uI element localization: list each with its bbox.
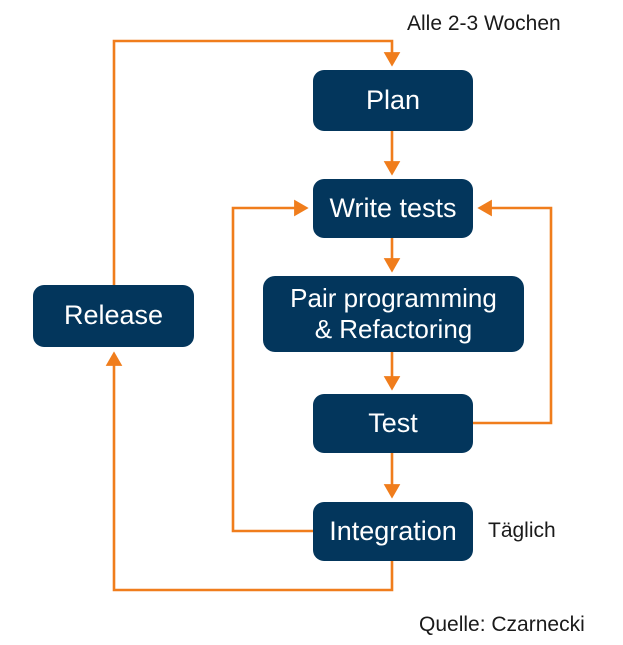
edge-test-to-write-tests: [473, 199, 553, 425]
node-pair-programming[interactable]: Pair programming & Refactoring: [263, 276, 524, 352]
node-release[interactable]: Release: [33, 285, 194, 347]
node-write-tests-label: Write tests: [329, 192, 457, 223]
node-test[interactable]: Test: [313, 394, 473, 453]
node-test-label: Test: [368, 407, 418, 438]
edge-integration-to-write-tests: [231, 199, 313, 533]
node-pair-programming-line1: Pair programming: [290, 283, 497, 314]
node-pair-programming-label: Pair programming & Refactoring: [290, 283, 497, 344]
node-plan-label: Plan: [365, 84, 421, 115]
edge-integration-to-release: [105, 351, 394, 592]
node-plan[interactable]: Plan: [313, 70, 473, 131]
annotation-cadence: Alle 2-3 Wochen: [407, 12, 561, 35]
annotation-daily: Täglich: [488, 519, 556, 542]
node-release-label: Release: [63, 300, 164, 331]
node-pair-programming-line2: & Refactoring: [314, 314, 473, 344]
edge-release-to-plan: [112, 39, 401, 285]
node-integration[interactable]: Integration: [313, 502, 473, 561]
node-write-tests[interactable]: Write tests: [313, 179, 473, 238]
annotation-source: Quelle: Czarnecki: [419, 613, 585, 636]
node-integration-label: Integration: [329, 515, 457, 546]
